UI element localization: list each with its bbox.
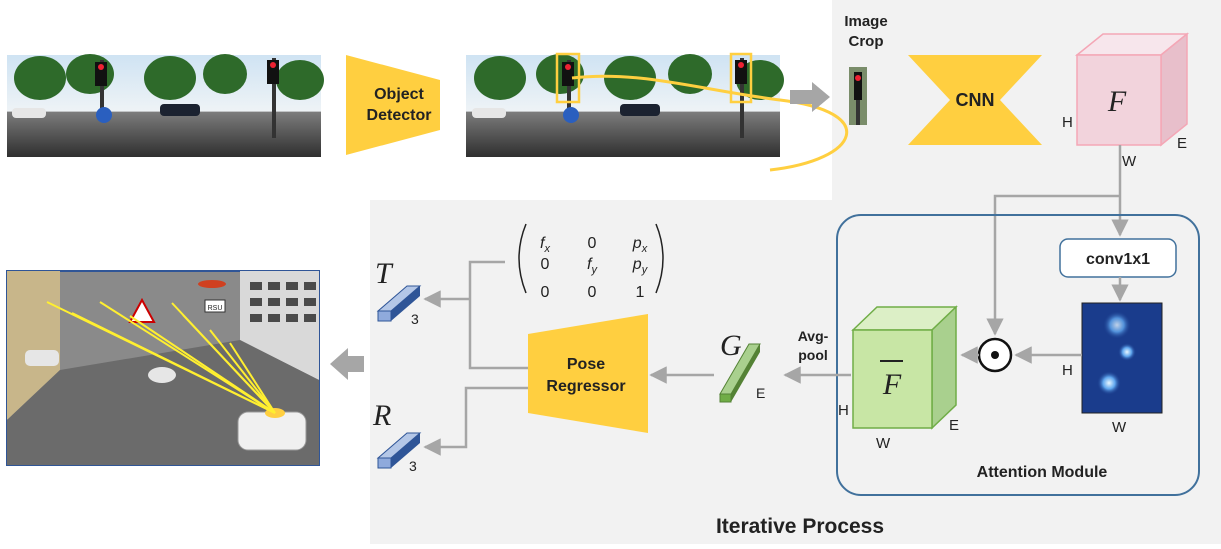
conv1x1-label: conv1x1	[1086, 251, 1150, 268]
G-vector	[719, 343, 761, 403]
arrow-to-scene	[330, 348, 364, 380]
svg-text:Crop: Crop	[849, 33, 884, 50]
arrow-to-R	[423, 386, 528, 456]
svg-text:Regressor: Regressor	[546, 378, 625, 395]
T-dim: 3	[411, 311, 419, 327]
Fbar-dim-E: E	[949, 417, 959, 434]
F-dim-H: H	[1062, 114, 1073, 131]
svg-text:Detector: Detector	[367, 107, 432, 124]
feature-Fbar-symbol: F	[882, 368, 902, 401]
cnn-block: CNN	[908, 55, 1042, 145]
cnn-label: CNN	[956, 90, 995, 110]
matrix-cell: 0	[541, 256, 550, 273]
G-dim-E: E	[756, 385, 765, 401]
feature-cube-F: F	[1074, 32, 1190, 147]
matrix-cell: fy	[587, 256, 598, 276]
R-vector	[376, 432, 422, 469]
attention-map	[1081, 302, 1163, 414]
R-dim: 3	[409, 458, 417, 474]
iterative-process-label: Iterative Process	[716, 515, 884, 538]
detected-street-image	[466, 52, 784, 157]
matrix-cell: 0	[588, 235, 597, 252]
matrix-cell: 1	[636, 284, 645, 301]
T-vector	[376, 285, 422, 322]
arrow-to-crop	[790, 82, 830, 112]
R-symbol: R	[372, 399, 391, 432]
scene-sign-text: RSU	[208, 305, 223, 312]
G-symbol: G	[720, 329, 742, 362]
Fbar-dim-H: H	[838, 402, 849, 419]
attention-module-label: Attention Module	[977, 464, 1108, 481]
matrix-cell: 0	[588, 284, 597, 301]
feature-cube-Fbar: F	[851, 305, 958, 430]
matrix-cell: py	[632, 256, 649, 276]
detection-box-2	[729, 52, 753, 104]
arrow-to-T	[468, 260, 528, 370]
pose-regressor-block: Pose Regressor	[528, 314, 648, 433]
image-crop-thumbnail	[849, 67, 867, 125]
matrix-cell: fx	[540, 235, 550, 255]
crop-link-curve	[571, 74, 849, 172]
matrix-cell: 0	[541, 284, 550, 301]
avgpool-label: Avg-	[798, 328, 829, 344]
F-dim-W: W	[1122, 153, 1137, 170]
feature-F-symbol: F	[1107, 85, 1127, 118]
map-dim-W: W	[1112, 419, 1127, 436]
elementwise-product-operator	[977, 337, 1013, 373]
image-crop-label: Image	[844, 13, 887, 30]
attention-module-box	[836, 214, 1200, 496]
Fbar-dim-W: W	[876, 435, 891, 452]
input-street-image	[7, 54, 324, 157]
object-detector-label: Object	[374, 86, 424, 103]
scene-render: RSU	[6, 270, 320, 466]
F-dim-E: E	[1177, 135, 1187, 152]
matrix-cell: px	[632, 235, 648, 255]
svg-text:pool: pool	[798, 347, 828, 363]
pose-regressor-label: Pose	[567, 356, 605, 373]
object-detector-block: Object Detector	[346, 55, 440, 155]
map-dim-H: H	[1062, 362, 1073, 379]
conv1x1-block	[1059, 238, 1177, 278]
T-symbol: T	[375, 257, 394, 290]
arrow-F-to-odot	[986, 194, 1120, 336]
